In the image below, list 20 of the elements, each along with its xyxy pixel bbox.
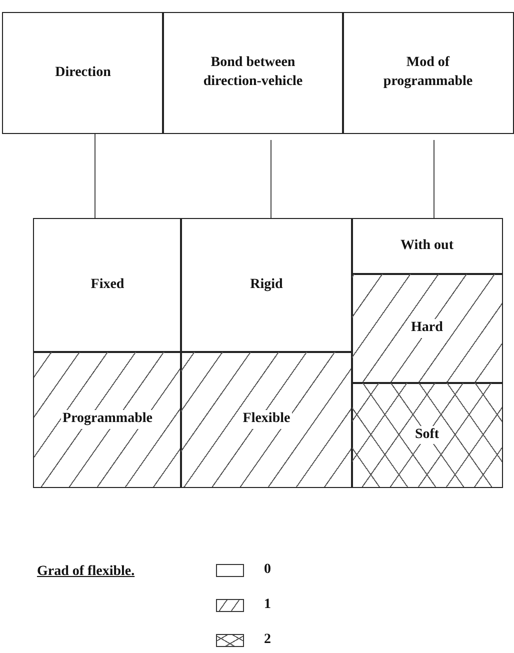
connector-line (270, 140, 272, 218)
legend-title: Grad of flexible. (37, 564, 135, 580)
table-cell (180, 218, 353, 353)
table-cell (351, 218, 503, 275)
hatched-cell (351, 382, 503, 488)
table-cell (33, 218, 182, 353)
legend-label: 2 (264, 632, 271, 648)
hatched-cell (33, 351, 182, 488)
hatched-cell (180, 351, 353, 488)
legend-label: 0 (264, 562, 271, 578)
cell-label: Flexible (240, 410, 292, 429)
cell-label: Programmable (60, 410, 154, 429)
table-cell (2, 12, 164, 134)
cell-label: Hard (409, 319, 445, 338)
hatched-cell (351, 273, 503, 384)
legend-label: 1 (264, 597, 271, 613)
cell-label: Soft (412, 426, 442, 444)
table-cell (342, 12, 514, 134)
table-cell (162, 12, 344, 134)
connector-line (94, 134, 96, 218)
